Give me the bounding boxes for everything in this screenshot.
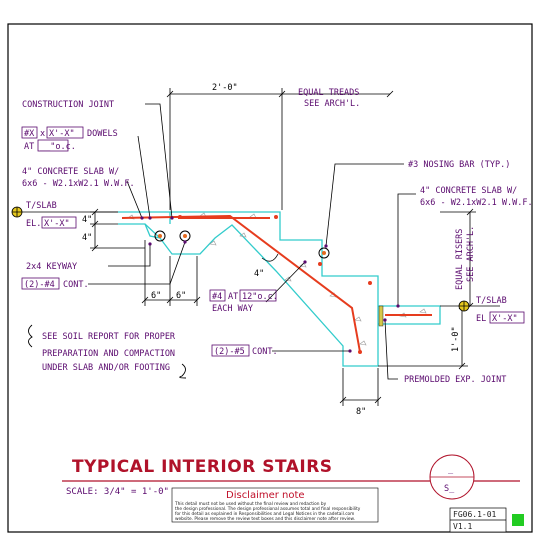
- svg-text:12"o.c.: 12"o.c.: [242, 292, 278, 302]
- disclaimer-line-2: the design professional. The design prof…: [175, 506, 361, 512]
- rebar-dots: [178, 215, 372, 354]
- soil-note-line3: UNDER SLAB AND/OR FOOTING: [42, 363, 170, 373]
- svg-text:X'-X": X'-X": [44, 219, 70, 229]
- soil-note-line1: SEE SOIL REPORT FOR PROPER: [42, 332, 176, 342]
- disclaimer-line-1: This detail must not be used without the…: [174, 501, 327, 507]
- dim-top-2ft: 2'-0": [212, 83, 238, 93]
- svg-text:#X: #X: [24, 129, 35, 139]
- el-right-label: EL X'-X": [476, 311, 525, 324]
- svg-text:EACH WAY: EACH WAY: [212, 304, 253, 314]
- slab-right-line2: 6x6 - W2.1xW2.1 W.W.F.: [420, 198, 533, 208]
- disclaimer-title: Disclaimer note: [226, 490, 305, 501]
- el-left-label: EL. X'-X": [26, 216, 77, 229]
- tslab-right-label: T/SLAB: [476, 296, 507, 306]
- detail-title: TYPICAL INTERIOR STAIRS: [72, 457, 333, 477]
- svg-text:__"o.c.: __"o.c.: [40, 142, 76, 152]
- svg-text:AT: AT: [24, 142, 34, 152]
- equal-treads-line2: SEE ARCH'L.: [304, 99, 360, 109]
- disclaimer-box: Disclaimer note This detail must not be …: [171, 487, 379, 523]
- svg-text:CONT.: CONT.: [252, 347, 278, 357]
- disclaimer-line-3: for this detail as explained in Responsi…: [175, 511, 354, 517]
- svg-text:S_: S_: [444, 484, 455, 494]
- section-bubble: _ S_: [429, 454, 475, 500]
- slab-right-line1: 4" CONCRETE SLAB W/: [420, 186, 517, 196]
- sheet-frame: [7, 23, 533, 533]
- svg-text:EL: EL: [476, 314, 486, 324]
- sheet-code-box: FG06.1-01 V1.1: [449, 507, 507, 533]
- slab-left-line1: 4" CONCRETE SLAB W/: [22, 167, 119, 177]
- soil-note-line2: PREPARATION AND COMPACTION: [42, 349, 175, 359]
- svg-text:#4: #4: [212, 292, 222, 302]
- svg-text:X'-X": X'-X": [49, 129, 75, 139]
- svg-text:AT: AT: [228, 292, 238, 302]
- svg-text:_: _: [448, 465, 454, 475]
- soil-note-brace: [28, 324, 33, 348]
- soil-note-tail: [179, 363, 187, 379]
- svg-text:(2)-#5: (2)-#5: [214, 347, 245, 357]
- construction-joint-label: CONSTRUCTION JOINT: [22, 100, 114, 110]
- svg-text:(2)-#4: (2)-#4: [24, 280, 55, 290]
- rebar: [121, 214, 432, 353]
- svg-text:CONT.: CONT.: [63, 280, 89, 290]
- sheet-code: FG06.1-01: [453, 510, 497, 519]
- dim-one-foot: 1'-0": [451, 326, 461, 352]
- level-marker-left: [11, 206, 23, 218]
- slab-left-line2: 6x6 - W2.1xW2.1 W.W.F.: [22, 179, 135, 189]
- dim-four-lower: 4": [82, 233, 92, 243]
- leader-arrows: [140, 216, 400, 353]
- status-square: [512, 514, 524, 526]
- version-label: V1.1: [453, 522, 472, 531]
- cont-right-label: (2)-#5 CONT.: [211, 344, 278, 357]
- nosing-bar-label: #3 NOSING BAR (TYP.): [408, 160, 510, 170]
- dowels-label: #X x X'-X" DOWELS AT __"o.c.: [21, 126, 118, 152]
- svg-text:EQUAL RISERS: EQUAL RISERS: [455, 229, 465, 290]
- leaders: [88, 103, 416, 380]
- svg-text:X'-X": X'-X": [492, 314, 518, 324]
- equal-risers-label: EQUAL RISERS SEE ARCH'L.: [455, 226, 476, 290]
- premolded-joint-label: PREMOLDED EXP. JOINT: [404, 375, 506, 385]
- keyway-label: 2x4 KEYWAY: [26, 262, 77, 272]
- scale-label: SCALE: 3/4" = 1'-0": [66, 487, 169, 497]
- equal-treads-line1: EQUAL TREADS: [298, 88, 359, 98]
- dim-eight: 8": [356, 407, 366, 417]
- stair-section: [118, 211, 441, 367]
- tslab-left-label: T/SLAB: [26, 201, 57, 211]
- level-marker-right: [458, 300, 470, 312]
- svg-text:SEE ARCH'L.: SEE ARCH'L.: [466, 226, 476, 282]
- bar4-label: #4 AT 12"o.c. EACH WAY: [209, 289, 278, 314]
- dim-four-upper: 4": [82, 215, 92, 225]
- dim-six-right: 6": [176, 291, 186, 301]
- svg-text:EL.: EL.: [26, 219, 41, 229]
- svg-text:DOWELS: DOWELS: [87, 129, 118, 139]
- premolded-joint-strip: [378, 305, 384, 327]
- cont-left-label: (2)-#4 CONT.: [21, 277, 89, 290]
- dim-six-left: 6": [151, 291, 161, 301]
- svg-text:x: x: [40, 129, 45, 139]
- dim-four-angle: 4": [254, 269, 264, 279]
- disclaimer-line-4: website. Please remove the review text b…: [175, 516, 355, 522]
